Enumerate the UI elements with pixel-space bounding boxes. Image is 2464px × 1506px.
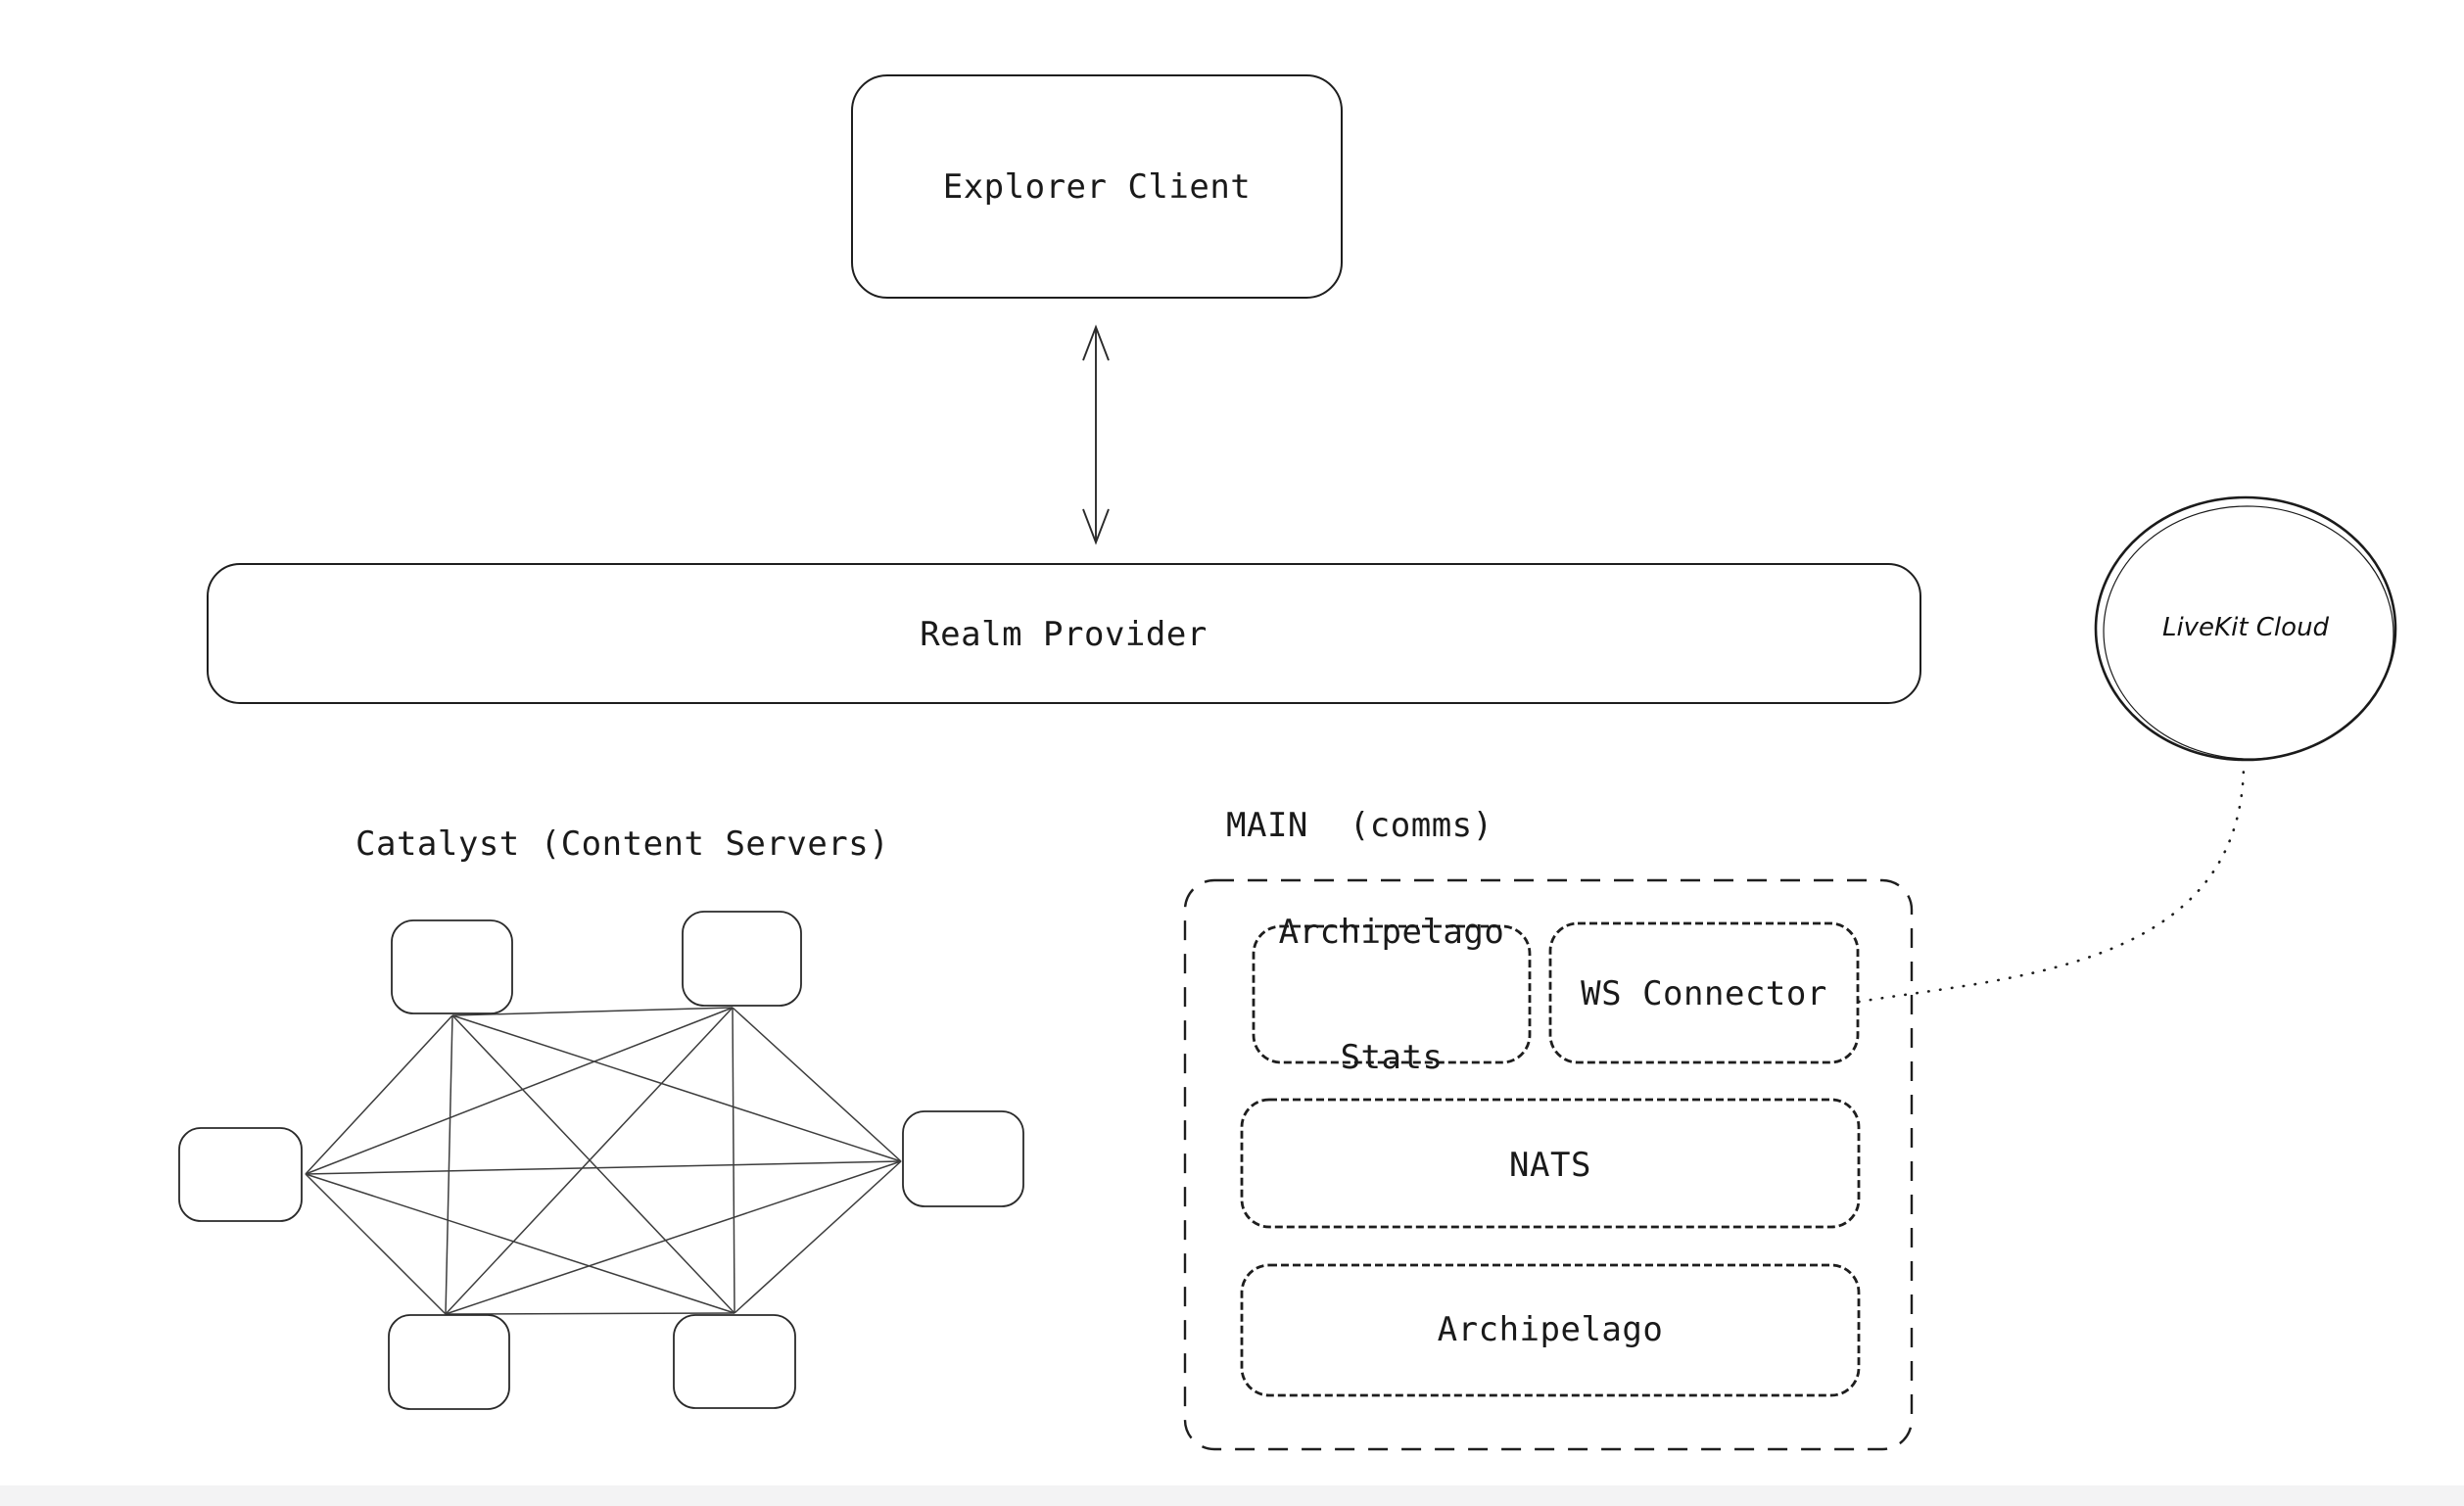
archipelago-stats-box[interactable] — [1252, 924, 1532, 1064]
mesh-edge[interactable] — [734, 1160, 902, 1314]
mesh-edge[interactable] — [445, 1014, 453, 1315]
main-comms-group-box[interactable] — [1183, 878, 1914, 1451]
ws-livekit-dotted-connector[interactable] — [1857, 762, 2246, 1004]
mesh-edge[interactable] — [305, 1160, 902, 1175]
livekit-cloud-label: LiveKit Cloud — [2161, 613, 2330, 642]
mesh-edge[interactable] — [445, 1007, 734, 1315]
catalyst-title: Catalyst (Content Servers) — [355, 824, 890, 864]
mesh-edge[interactable] — [445, 1312, 735, 1315]
mesh-edge[interactable] — [732, 1007, 735, 1314]
mesh-edge[interactable] — [305, 1014, 453, 1175]
mesh-edge[interactable] — [305, 1173, 735, 1314]
mesh-edge[interactable] — [445, 1160, 902, 1315]
mesh-edge[interactable] — [451, 1014, 735, 1314]
mesh-edge[interactable] — [451, 1007, 734, 1016]
mesh-edge[interactable] — [451, 1014, 902, 1162]
catalyst-server-box-left[interactable] — [178, 1127, 303, 1222]
archipelago-stats-label: Archipelago Stats — [1279, 828, 1505, 1161]
mesh-edge[interactable] — [305, 1007, 734, 1175]
archipelago-stats-label-line1: Archipelago — [1278, 913, 1505, 952]
explorer-realm-arrow[interactable] — [1082, 324, 1110, 545]
nats-label: NATS — [1509, 1145, 1591, 1185]
realm-provider-label: Realm Provider — [920, 614, 1208, 654]
catalyst-mesh-edges[interactable] — [305, 1007, 902, 1315]
archipelago-stats-label-line2: Stats — [1340, 1037, 1444, 1077]
mesh-edge[interactable] — [732, 1007, 902, 1162]
ws-connector-label: WS Connector — [1581, 973, 1827, 1013]
catalyst-server-box-bottom-left[interactable] — [388, 1314, 510, 1410]
canvas-bottom-strip — [0, 1485, 2464, 1506]
archipelago-box[interactable] — [1240, 1263, 1861, 1397]
catalyst-server-box-top-left[interactable] — [391, 919, 513, 1014]
archipelago-label: Archipelago — [1437, 1309, 1664, 1349]
nats-box[interactable] — [1240, 1098, 1861, 1229]
explorer-client-box[interactable] — [851, 74, 1343, 299]
arrowhead-up-icon — [1082, 324, 1110, 361]
ws-connector-box[interactable] — [1548, 921, 1860, 1064]
main-comms-title: MAIN (comms) — [1226, 806, 1493, 845]
explorer-client-label: Explorer Client — [942, 166, 1252, 207]
catalyst-server-box-top-right[interactable] — [682, 911, 802, 1007]
catalyst-server-box-bottom-right[interactable] — [673, 1314, 796, 1409]
sketch-overdraw-stroke — [2103, 505, 2394, 760]
realm-provider-box[interactable] — [207, 563, 1921, 704]
arrowhead-down-icon — [1082, 508, 1110, 545]
mesh-edge[interactable] — [305, 1173, 447, 1315]
catalyst-server-box-right[interactable] — [902, 1110, 1024, 1207]
livekit-cloud-circle[interactable] — [2094, 495, 2397, 764]
